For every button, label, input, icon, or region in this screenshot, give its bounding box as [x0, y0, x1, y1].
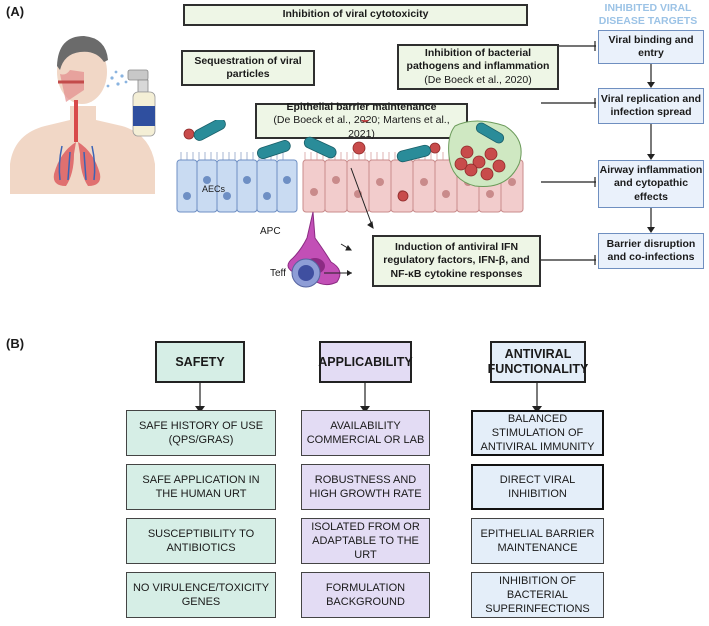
target-airway-inflammation: Airway inflammation and cytopathic effec… — [598, 160, 704, 208]
aecs-label: AECs — [202, 184, 226, 194]
antiviral-item-3: EPITHELIAL BARRIER MAINTENANCE — [471, 518, 604, 564]
person-with-inhaler-illustration — [10, 36, 156, 194]
applicability-item-1: AVAILABILITY COMMERCIAL OR LAB — [301, 410, 430, 456]
bacterial-inhibition-box: Inhibition of bacterial pathogens and in… — [397, 44, 559, 90]
safety-item-4: NO VIRULENCE/TOXICITY GENES — [126, 572, 276, 618]
antiviral-item-2: DIRECT VIRAL INHIBITION — [471, 464, 604, 510]
panel-a-label: (A) — [6, 4, 25, 19]
teff-label: Teff — [270, 268, 286, 279]
applicability-item-3: ISOLATED FROM OR ADAPTABLE TO THE URT — [301, 518, 430, 564]
safety-header: SAFETY — [155, 341, 245, 383]
safety-item-1: SAFE HISTORY OF USE (QPS/GRAS) — [126, 410, 276, 456]
apc-label: APC — [260, 226, 281, 237]
antiviral-header: ANTIVIRAL FUNCTIONALITY — [488, 341, 588, 383]
bacterial-line2: pathogens and inflammation — [406, 60, 550, 73]
targets-header: INHIBITED VIRAL DISEASE TARGETS — [598, 2, 698, 27]
airway-epithelium-illustration — [176, 120, 524, 286]
inhibition-cytotoxicity-box: Inhibition of viral cytotoxicity — [183, 4, 528, 26]
target-barrier-disruption: Barrier disruption and co-infections — [598, 233, 704, 269]
antiviral-item-1: BALANCED STIMULATION OF ANTIVIRAL IMMUNI… — [471, 410, 604, 456]
target-viral-binding: Viral binding and entry — [598, 30, 704, 64]
panel-b-connectors — [195, 382, 542, 413]
applicability-header: APPLICABILITY — [318, 341, 413, 383]
induction-box: Induction of antiviral IFN regulatory fa… — [372, 235, 541, 287]
sequestration-box: Sequestration of viral particles — [181, 50, 315, 86]
bacterial-line1: Inhibition of bacterial — [424, 47, 532, 60]
antiviral-item-4: INHIBITION OF BACTERIAL SUPERINFECTIONS — [471, 572, 604, 618]
panel-a-connectors — [541, 41, 655, 265]
panel-b-label: (B) — [6, 336, 25, 351]
bacterial-citation: (De Boeck et al., 2020) — [424, 73, 532, 86]
applicability-item-4: FORMULATION BACKGROUND — [301, 572, 430, 618]
target-viral-replication: Viral replication and infection spread — [598, 88, 704, 124]
applicability-item-2: ROBUSTNESS AND HIGH GROWTH RATE — [301, 464, 430, 510]
teff-cell-icon — [291, 258, 352, 288]
safety-item-3: SUSCEPTIBILITY TO ANTIBIOTICS — [126, 518, 276, 564]
barrier-title: Epithelial barrier maintenance — [286, 101, 437, 114]
safety-item-2: SAFE APPLICATION IN THE HUMAN URT — [126, 464, 276, 510]
